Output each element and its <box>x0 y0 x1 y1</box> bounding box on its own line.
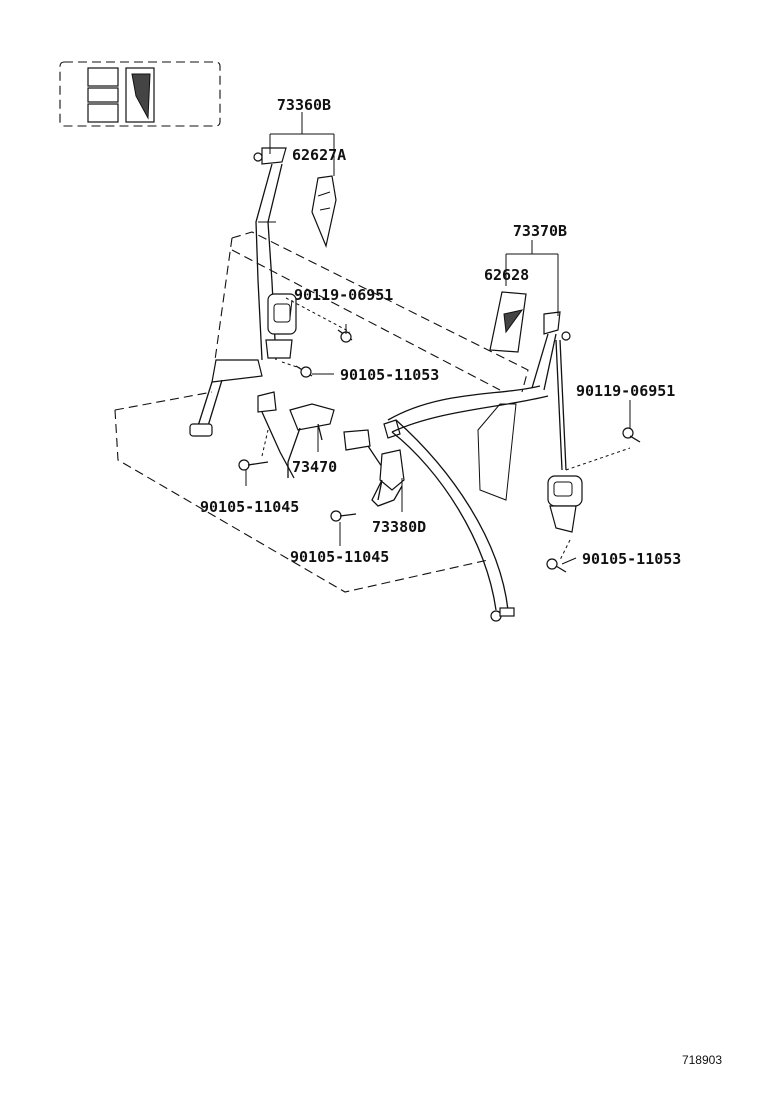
right-pillar-trim <box>489 291 527 353</box>
label-90105-11053-left: 90105-11053 <box>340 366 439 384</box>
left-bolts <box>238 297 357 522</box>
label-90105-11053-right: 90105-11053 <box>582 550 681 568</box>
label-73470: 73470 <box>292 458 337 476</box>
label-73360b: 73360B <box>277 96 331 114</box>
label-62628: 62628 <box>484 266 529 284</box>
right-bolts <box>546 427 641 573</box>
left-belt-assembly <box>189 147 385 501</box>
figure-id: 718903 <box>682 1053 722 1067</box>
label-73380d: 73380D <box>372 518 426 536</box>
center-buckle <box>371 419 405 507</box>
part-labels: 73360B 62627A 90119-06951 90105-11053 73… <box>200 96 681 568</box>
label-73370b: 73370B <box>513 222 567 240</box>
seat-outline <box>114 231 529 593</box>
left-pillar-trim <box>311 175 337 249</box>
right-belt-assembly <box>387 311 583 622</box>
label-90119-left: 90119-06951 <box>294 286 393 304</box>
label-90119-right: 90119-06951 <box>576 382 675 400</box>
locator-inset <box>59 61 221 127</box>
label-90105-11045-b: 90105-11045 <box>290 548 389 566</box>
label-90105-11045-a: 90105-11045 <box>200 498 299 516</box>
label-62627a: 62627A <box>292 146 346 164</box>
leader-lines <box>245 112 631 565</box>
